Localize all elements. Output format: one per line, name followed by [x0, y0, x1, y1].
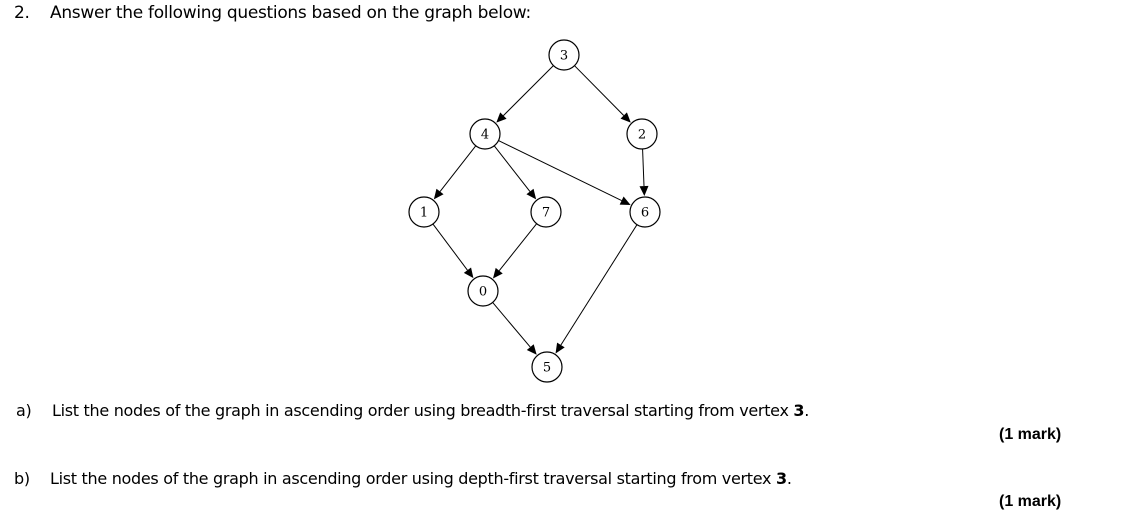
node-circle: [548, 39, 580, 71]
part-a: a) List the nodes of the graph in ascendi…: [16, 401, 809, 420]
part-b-mark: (1 mark): [999, 493, 1062, 510]
arrowhead-icon: [526, 344, 537, 355]
part-a-mark: (1 mark): [999, 426, 1062, 443]
edge-4-to-6: [498, 140, 631, 205]
node-label: 6: [641, 206, 649, 221]
node-7: 7: [530, 196, 562, 228]
node-circle: [531, 351, 563, 383]
edge-6-to-5: [555, 224, 638, 354]
arrowhead-icon: [433, 188, 444, 200]
node-label: 3: [560, 49, 568, 64]
edge-0-to-5: [492, 302, 537, 355]
edge-3-to-4: [496, 65, 554, 123]
edge-line: [503, 65, 554, 116]
part-a-vertex: 3: [793, 401, 805, 420]
edge-1-to-0: [432, 223, 474, 279]
arrowhead-icon: [496, 112, 507, 123]
graph-nodes: 3 4 2 1 7 6 0 5: [408, 39, 661, 383]
edge-line: [493, 145, 531, 192]
edge-line: [642, 148, 645, 187]
part-b: b) List the nodes of the graph in ascendi…: [14, 469, 792, 488]
graph-edges: [432, 65, 649, 355]
edge-7-to-0: [492, 223, 538, 279]
node-5: 5: [531, 351, 563, 383]
arrowhead-icon: [555, 342, 565, 354]
edge-3-to-2: [574, 65, 631, 123]
node-label: 0: [479, 285, 487, 300]
node-2: 2: [626, 118, 658, 150]
edge-line: [498, 223, 538, 271]
node-circle: [469, 118, 501, 150]
arrowhead-icon: [639, 185, 649, 197]
part-a-end: .: [804, 401, 810, 420]
part-b-text: List the nodes of the graph in ascending…: [50, 469, 776, 488]
part-a-text: List the nodes of the graph in ascending…: [52, 401, 794, 420]
node-circle: [626, 118, 658, 150]
node-label: 1: [420, 206, 428, 221]
arrowhead-icon: [463, 267, 474, 279]
node-label: 7: [542, 206, 550, 221]
node-circle: [467, 275, 499, 307]
question-number: 2.: [14, 3, 30, 23]
edge-line: [492, 302, 531, 348]
edge-4-to-1: [433, 145, 477, 200]
node-circle: [530, 196, 562, 228]
edge-line: [560, 224, 638, 346]
node-label: 2: [638, 128, 646, 143]
part-b-letter: b): [14, 469, 30, 488]
arrowhead-icon: [492, 267, 503, 279]
node-1: 1: [408, 196, 440, 228]
node-0: 0: [467, 275, 499, 307]
part-a-letter: a): [16, 401, 32, 420]
node-circle: [408, 196, 440, 228]
node-circle: [629, 196, 661, 228]
part-b-vertex: 3: [775, 469, 787, 488]
arrowhead-icon: [619, 196, 631, 205]
edge-line: [498, 140, 622, 202]
edge-line: [439, 145, 477, 192]
arrowhead-icon: [620, 112, 631, 123]
node-label: 5: [543, 361, 551, 376]
node-label: 4: [481, 128, 489, 143]
question-text: Answer the following questions based on …: [50, 3, 531, 23]
edge-4-to-7: [493, 145, 537, 200]
node-3: 3: [548, 39, 580, 71]
edge-2-to-6: [639, 148, 649, 197]
part-b-end: .: [786, 469, 792, 488]
directed-graph: 3 4 2 1 7 6 0 5: [408, 39, 661, 383]
edge-line: [574, 65, 625, 116]
arrowhead-icon: [526, 188, 537, 200]
node-6: 6: [629, 196, 661, 228]
node-4: 4: [469, 118, 501, 150]
edge-line: [432, 223, 468, 271]
